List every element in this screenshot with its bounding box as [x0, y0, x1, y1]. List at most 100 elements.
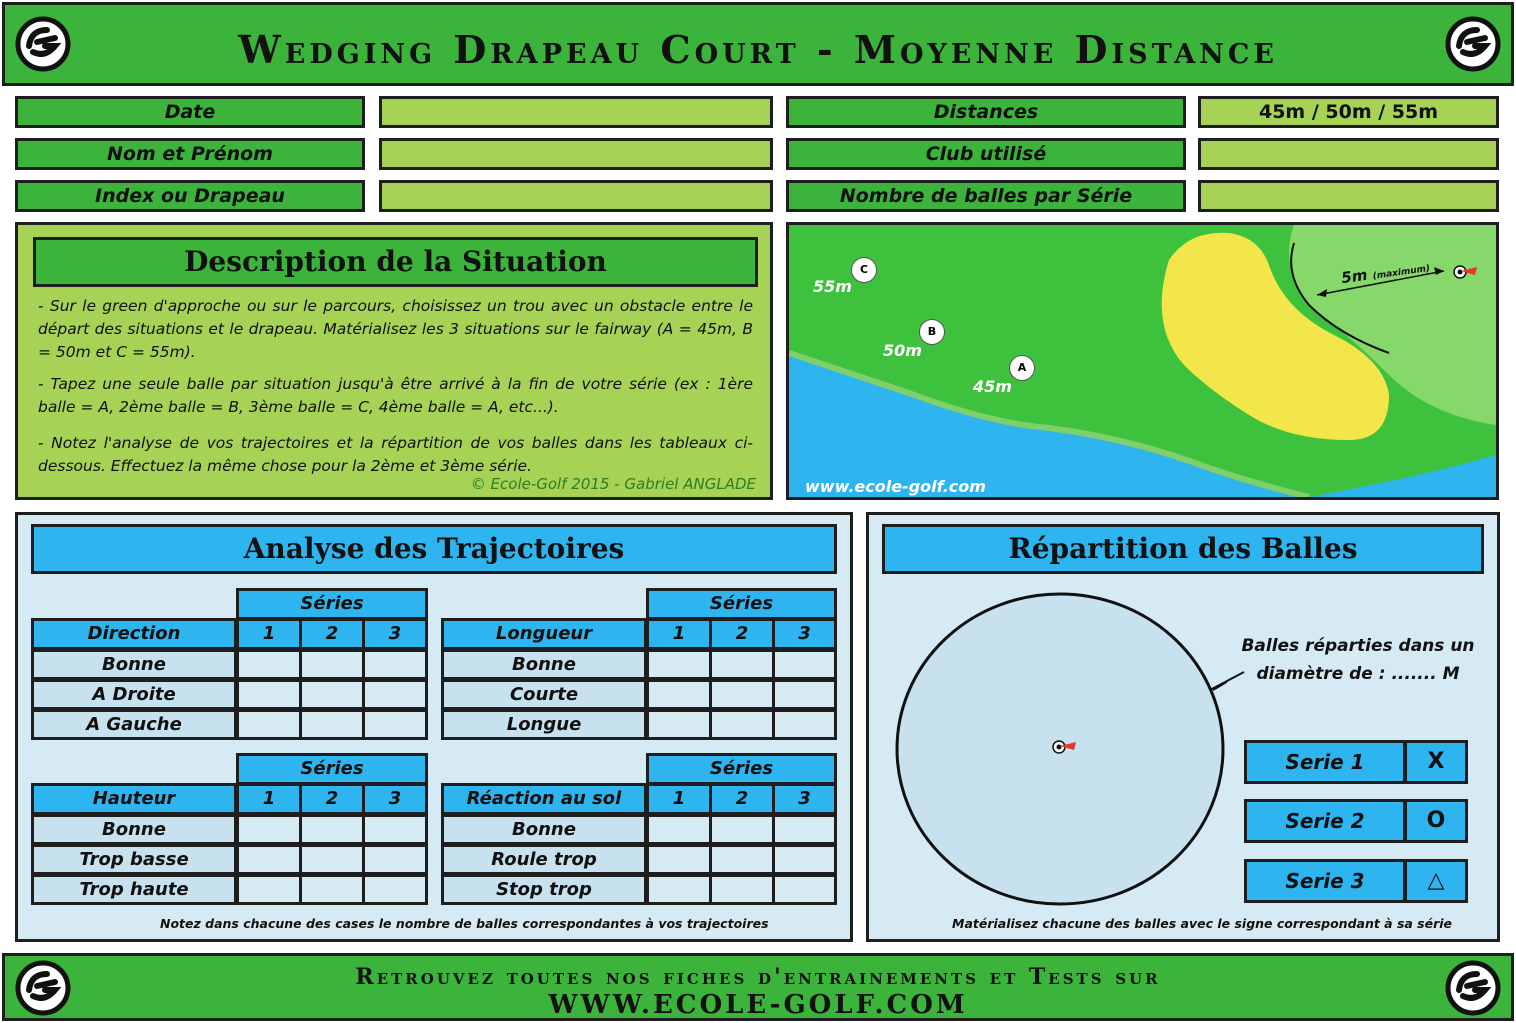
club-label: Club utilisé [786, 138, 1186, 170]
page-title: Wedging Drapeau Court - Moyenne Distance [238, 27, 1278, 72]
table-row-label: Stop trop [441, 874, 647, 905]
analysis-note: Notez dans chacune des cases le nombre d… [160, 916, 769, 931]
table-cell[interactable] [646, 679, 712, 710]
table-cell[interactable] [299, 649, 365, 680]
table-cell[interactable] [772, 844, 837, 875]
serie-3-label: Serie 3 [1244, 859, 1406, 903]
name-label: Nom et Prénom [15, 138, 365, 170]
description-title: Description de la Situation [33, 237, 758, 287]
date-label: Date [15, 96, 365, 128]
direction-header: Direction [31, 618, 237, 650]
point-a-marker: A [1009, 355, 1035, 381]
table-cell[interactable] [362, 679, 428, 710]
table-cell[interactable] [772, 874, 837, 905]
serie-1-symbol: X [1404, 740, 1468, 784]
table-row-label: Trop haute [31, 874, 237, 905]
table-cell[interactable] [646, 814, 712, 845]
table-cell[interactable] [299, 844, 365, 875]
description-paragraph-1: - Sur le green d'approche ou sur le parc… [38, 297, 753, 361]
footer-website-link[interactable]: WWW.ECOLE-GOLF.COM [548, 990, 968, 1020]
club-field[interactable] [1198, 138, 1499, 170]
flag-hole-icon [1453, 265, 1477, 279]
table-cell[interactable] [299, 679, 365, 710]
serie-2-symbol: O [1404, 799, 1468, 843]
series-2-header: 2 [709, 783, 775, 815]
table-cell[interactable] [772, 709, 837, 740]
point-c-distance: 55m [813, 277, 852, 296]
table-cell[interactable] [646, 874, 712, 905]
flag-hole-icon [1052, 740, 1076, 754]
table-cell[interactable] [299, 874, 365, 905]
logo-icon [1445, 960, 1501, 1016]
table-cell[interactable] [772, 814, 837, 845]
series-1-header: 1 [236, 618, 302, 650]
table-cell[interactable] [362, 814, 428, 845]
table-cell[interactable] [646, 709, 712, 740]
table-row-label: Longue [441, 709, 647, 740]
table-cell[interactable] [709, 844, 775, 875]
series-2-header: 2 [299, 618, 365, 650]
reaction-header: Réaction au sol [441, 783, 647, 815]
point-a-distance: 45m [973, 377, 1012, 396]
series-header: Séries [646, 588, 837, 620]
distribution-note: Matérialisez chacune des balles avec le … [952, 916, 1453, 931]
table-row-label: Roule trop [441, 844, 647, 875]
index-label: Index ou Drapeau [15, 180, 365, 212]
table-cell[interactable] [646, 844, 712, 875]
series-header: Séries [236, 753, 428, 785]
distances-field[interactable]: 45m / 50m / 55m [1198, 96, 1499, 128]
table-cell[interactable] [709, 814, 775, 845]
table-cell[interactable] [362, 874, 428, 905]
table-cell[interactable] [236, 874, 302, 905]
table-cell[interactable] [236, 844, 302, 875]
table-cell[interactable] [236, 814, 302, 845]
table-cell[interactable] [772, 649, 837, 680]
diameter-text-line1: Balles réparties dans un [1241, 636, 1475, 656]
table-cell[interactable] [236, 679, 302, 710]
table-cell[interactable] [772, 679, 837, 710]
table-cell[interactable] [299, 709, 365, 740]
logo-icon [15, 16, 71, 72]
point-c-marker: C [851, 257, 877, 283]
longueur-header: Longueur [441, 618, 647, 650]
logo-icon [1445, 16, 1501, 72]
serie-3-symbol: △ [1404, 859, 1468, 903]
course-map: 5m (maximum) C 55m B 50m A 45m www.ecole… [786, 222, 1499, 500]
table-cell[interactable] [709, 709, 775, 740]
point-b-marker: B [919, 319, 945, 345]
table-cell[interactable] [709, 649, 775, 680]
series-header: Séries [236, 588, 428, 620]
table-cell[interactable] [646, 649, 712, 680]
table-cell[interactable] [236, 709, 302, 740]
description-paragraph-2: - Tapez une seule balle par situation ju… [38, 375, 753, 416]
index-field[interactable] [379, 180, 773, 212]
series-1-header: 1 [646, 618, 712, 650]
table-row-label: Bonne [441, 814, 647, 845]
table-cell[interactable] [299, 814, 365, 845]
serie-2-label: Serie 2 [1244, 799, 1406, 843]
table-row-label: A Droite [31, 679, 237, 710]
logo-icon [15, 960, 71, 1016]
table-row-label: Bonne [441, 649, 647, 680]
series-2-header: 2 [299, 783, 365, 815]
balls-per-series-field[interactable] [1198, 180, 1499, 212]
table-cell[interactable] [362, 709, 428, 740]
date-field[interactable] [379, 96, 773, 128]
table-cell[interactable] [709, 874, 775, 905]
header-bar: Wedging Drapeau Court - Moyenne Distance [2, 2, 1514, 86]
table-row-label: Courte [441, 679, 647, 710]
table-row-label: A Gauche [31, 709, 237, 740]
distances-label: Distances [786, 96, 1186, 128]
table-cell[interactable] [362, 649, 428, 680]
table-row-label: Bonne [31, 649, 237, 680]
series-3-header: 3 [362, 783, 428, 815]
name-field[interactable] [379, 138, 773, 170]
analysis-title: Analyse des Trajectoires [31, 524, 837, 574]
table-cell[interactable] [362, 844, 428, 875]
serie-1-label: Serie 1 [1244, 740, 1406, 784]
description-paragraph-3: - Notez l'analyse de vos trajectoires et… [38, 434, 753, 475]
table-cell[interactable] [236, 649, 302, 680]
table-cell[interactable] [709, 679, 775, 710]
series-1-header: 1 [646, 783, 712, 815]
series-header: Séries [646, 753, 837, 785]
